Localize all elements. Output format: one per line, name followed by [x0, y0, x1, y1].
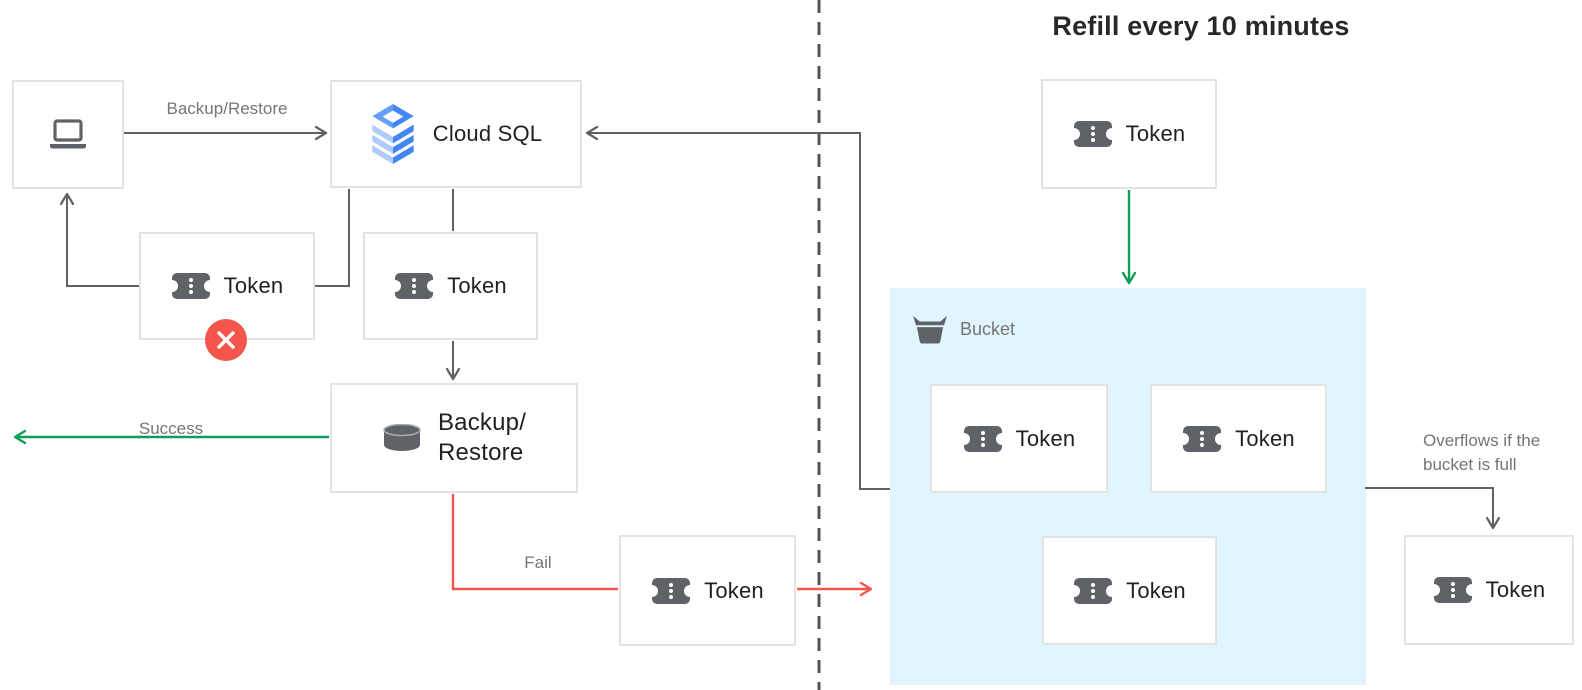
token-label: Token — [447, 273, 507, 298]
token-consumed-node: Token — [363, 232, 538, 340]
token-icon — [170, 273, 211, 299]
token-label: Token — [1235, 425, 1295, 451]
token-rejected-node: Token — [139, 232, 315, 361]
edge-label-backup-restore: Backup/Restore — [166, 99, 288, 118]
bucket-icon — [913, 315, 947, 344]
client-node — [12, 80, 124, 189]
cloudsql-node: Cloud SQL — [330, 80, 582, 188]
overflow-label-line2: bucket is full — [1423, 455, 1517, 474]
token-icon — [1073, 577, 1114, 604]
diagram-title: Refill every 10 minutes — [1052, 11, 1350, 41]
bucket-token-3: Token — [1042, 536, 1217, 645]
database-icon — [383, 424, 421, 451]
error-x-icon — [217, 331, 235, 349]
bucket-token-1: Token — [930, 384, 1108, 493]
token-label: Token — [704, 577, 764, 603]
overflow-label-line1: Overflows if the — [1423, 431, 1541, 450]
edge-label-success: Success — [138, 419, 204, 438]
edge-overflow — [1365, 487, 1501, 530]
error-badge — [205, 319, 247, 361]
token-failed-node: Token — [619, 535, 796, 646]
token-label: Token — [1126, 577, 1186, 603]
token-icon — [651, 577, 692, 604]
edge-bucket-to-cloudsql — [585, 125, 890, 490]
edge-fail — [451, 494, 618, 591]
token-label: Token — [1485, 577, 1546, 602]
backup-label-line2: Restore — [437, 439, 524, 466]
token-overflow-node: Token — [1404, 535, 1574, 645]
token-label: Token — [1125, 121, 1186, 146]
token-icon — [394, 273, 435, 299]
bucket-token-2: Token — [1150, 384, 1327, 493]
edge-label-fail: Fail — [524, 553, 552, 572]
bucket-label: Bucket — [960, 318, 1016, 339]
cloudsql-label: Cloud SQL — [432, 121, 543, 146]
backup-restore-label: Backup/ Restore — [438, 408, 526, 468]
laptop-icon — [50, 118, 86, 148]
bucket-header: Bucket — [912, 314, 1015, 344]
backup-label-line1: Backup/ — [437, 409, 527, 436]
token-icon — [1432, 577, 1473, 603]
edge-label-overflow: Overflows if the bucket is full — [1423, 429, 1582, 477]
backup-restore-node: Backup/ Restore — [330, 383, 578, 493]
token-label: Token — [223, 273, 284, 298]
token-refill-node: Token — [1041, 79, 1217, 189]
token-icon — [962, 425, 1003, 452]
token-icon — [1182, 425, 1223, 452]
token-label: Token — [1015, 425, 1076, 451]
cloud-sql-icon — [372, 103, 414, 165]
edge-token-to-client — [59, 192, 139, 287]
edge-token-to-cloudsql — [315, 189, 350, 287]
token-icon — [1072, 121, 1113, 147]
